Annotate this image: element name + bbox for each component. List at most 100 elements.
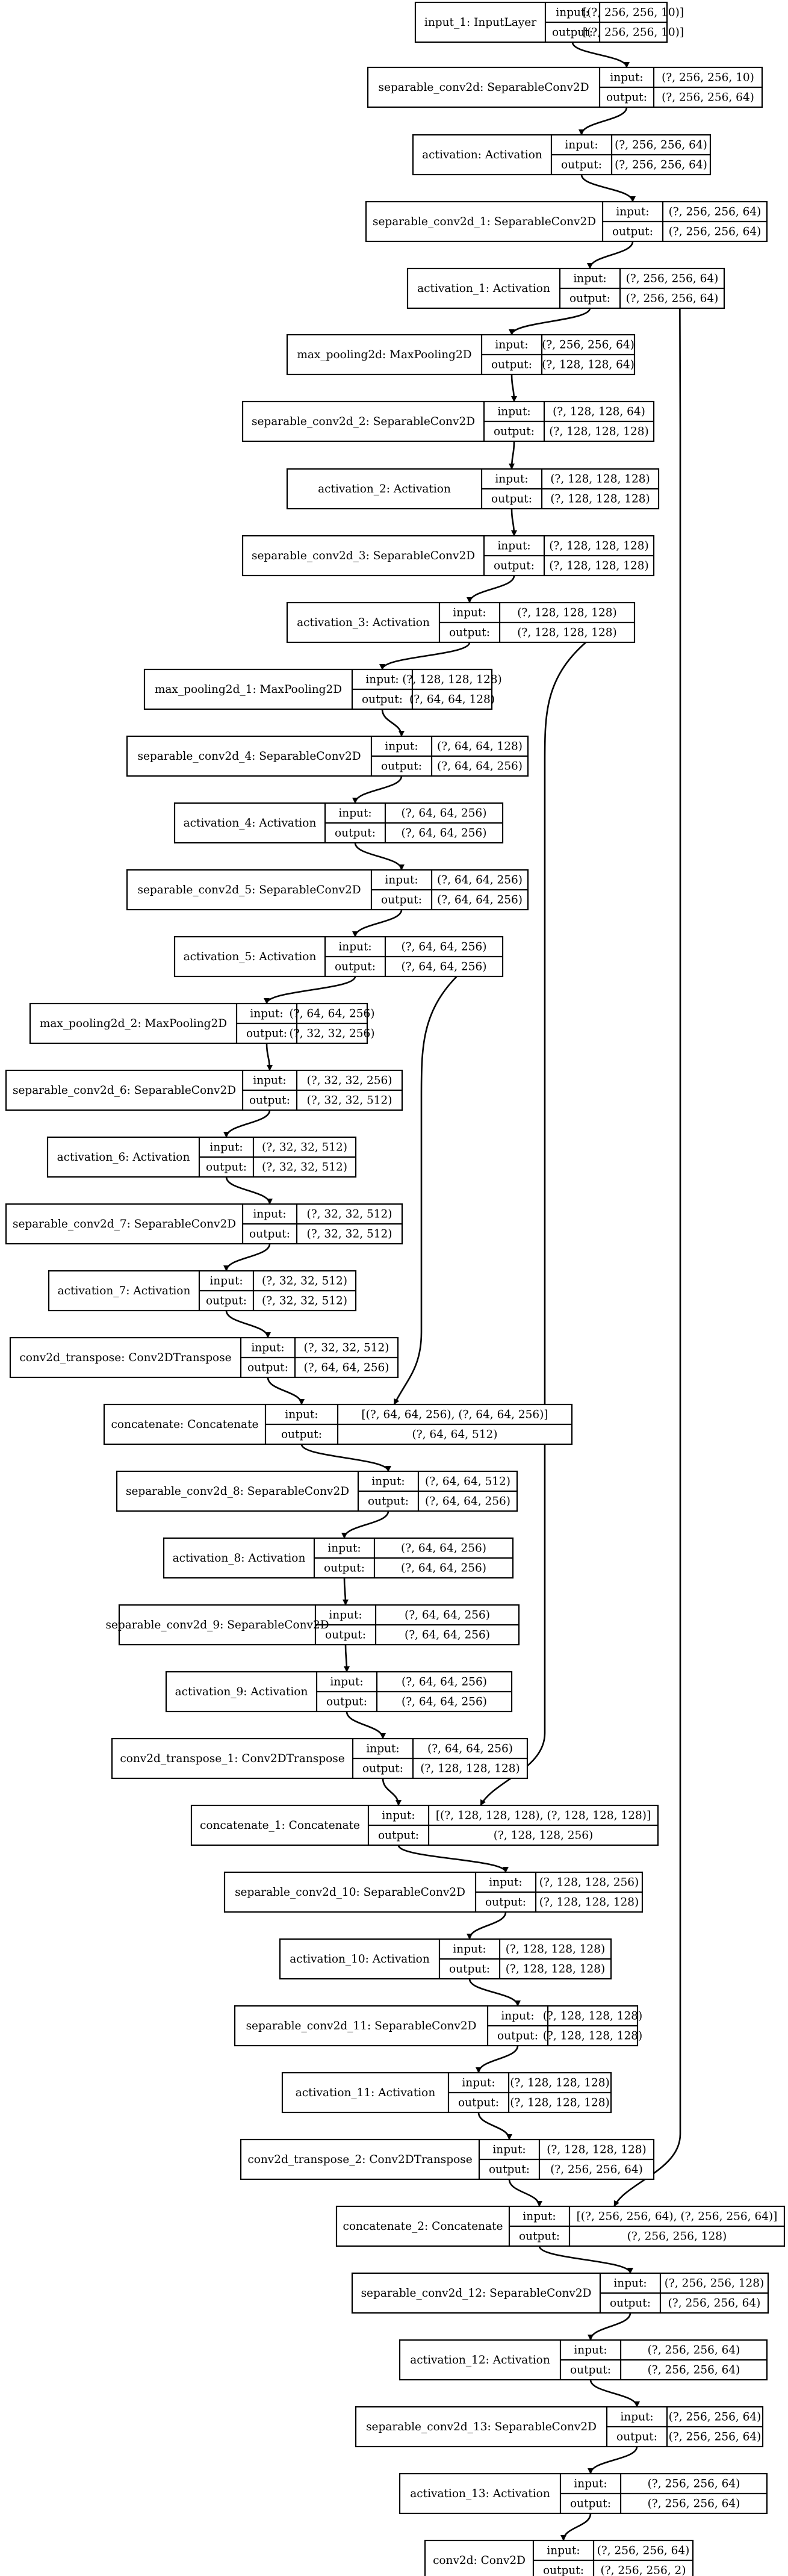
output-port-label: output:: [458, 2097, 499, 2109]
input-shape: (?, 32, 32, 256): [306, 1075, 392, 1087]
output-port-label: output:: [552, 26, 593, 39]
output-port-label: output:: [325, 1629, 366, 1642]
edge-conv2d-transpose-to-concatenate: [267, 1377, 305, 1405]
output-shape: (?, 256, 256, 64): [648, 2364, 740, 2377]
edge-input-1-to-separable-conv2d: [571, 42, 630, 68]
output-port-label: output:: [616, 2431, 657, 2444]
input-port-label: input:: [327, 1542, 361, 1555]
input-port-label: input:: [251, 1342, 284, 1355]
edge-separable-conv2d-6-to-activation-6: [223, 1110, 271, 1138]
edge-conv2d-transpose-1-to-concatenate-1: [382, 1778, 402, 1806]
output-port-label: output:: [206, 1161, 247, 1174]
output-port-label: output:: [570, 2364, 611, 2377]
edge-activation-6-to-separable-conv2d-7: [225, 1176, 273, 1205]
input-port-label: input:: [209, 1275, 243, 1288]
node-label: activation_12: Activation: [410, 2354, 550, 2367]
input-shape: (?, 128, 128, 128): [517, 607, 617, 619]
input-shape: (?, 64, 64, 256): [401, 1542, 486, 1555]
output-shape: (?, 128, 128, 128): [549, 560, 649, 573]
edge-activation-2-to-separable-conv2d-3: [510, 508, 517, 536]
output-port-label: output:: [494, 560, 535, 573]
edge-concatenate-to-separable-conv2d-8: [300, 1444, 391, 1472]
output-shape: (?, 64, 64, 256): [303, 1362, 389, 1374]
input-shape: (?, 128, 128, 128): [506, 1943, 606, 1956]
node-label: activation_3: Activation: [297, 616, 430, 629]
input-port-label: input:: [462, 2077, 495, 2090]
output-shape: (?, 64, 64, 256): [402, 1696, 487, 1709]
edge-max-pooling2d-1-to-separable-conv2d-4: [381, 709, 405, 737]
output-shape: (?, 64, 64, 256): [401, 1562, 486, 1575]
input-shape: (?, 256, 256, 128): [665, 2277, 765, 2290]
input-shape: (?, 128, 128, 128): [549, 540, 649, 553]
edge-separable-conv2d-10-to-activation-10: [467, 1911, 507, 1940]
node-activation-6: activation_6: Activationinput:output:(?,…: [46, 1136, 357, 1178]
output-port-label: output:: [249, 1094, 290, 1107]
output-port-label: output:: [378, 1830, 419, 1842]
edge-separable-conv2d-1-to-activation-1: [587, 241, 634, 269]
output-port-label: output:: [561, 159, 602, 172]
edge-separable-conv2d-9-to-activation-9: [343, 1644, 350, 1672]
node-max-pooling2d-1: max_pooling2d_1: MaxPooling2Dinput:outpu…: [143, 668, 502, 710]
node-separable-conv2d-10: separable_conv2d_10: SeparableConv2D inpu…: [223, 1871, 644, 1913]
node-activation-11: activation_11: Activationinput:output:(?…: [281, 2072, 612, 2114]
input-shape: (?, 64, 64, 256): [289, 1008, 374, 1020]
input-port-label: input:: [366, 1743, 399, 1755]
node-label: separable_conv2d_10: SeparableConv2D: [235, 1886, 465, 1899]
input-shape: (?, 256, 256, 64): [615, 139, 707, 152]
input-shape: (?, 64, 64, 512): [425, 1476, 510, 1488]
input-port-label: input:: [382, 1810, 415, 1822]
input-shape: (?, 256, 256, 64): [542, 339, 634, 352]
edge-separable-conv2d-13-to-activation-13: [588, 2446, 638, 2474]
node-activation-10: activation_10: Activationinput:output:(?…: [279, 1938, 612, 1980]
node-max-pooling2d: max_pooling2d: MaxPooling2Dinput:output:…: [286, 334, 636, 376]
input-shape: (?, 64, 64, 256): [427, 1743, 513, 1755]
output-port-label: output:: [362, 1763, 403, 1775]
node-concatenate: concatenate: Concatenateinput:output:[(?…: [103, 1403, 573, 1445]
node-activation-7: activation_7: Activationinput:output:(?,…: [48, 1270, 357, 1312]
input-shape: (?, 32, 32, 512): [262, 1141, 347, 1154]
output-shape: (?, 256, 256, 64): [662, 92, 754, 104]
input-shape: (?, 256, 256, 64): [669, 206, 762, 219]
input-port-label: input:: [489, 1876, 522, 1889]
output-port-label: output:: [494, 426, 535, 438]
edge-activation-1-to-concatenate-2: [613, 308, 681, 2207]
node-label: separable_conv2d_7: SeparableConv2D: [13, 1218, 236, 1231]
output-port-label: output:: [491, 493, 532, 506]
input-port-label: input:: [329, 1609, 362, 1622]
output-shape: (?, 64, 64, 256): [425, 1495, 510, 1508]
output-port-label: output:: [519, 2230, 560, 2243]
edge-separable-conv2d-11-to-activation-11: [476, 2045, 519, 2073]
node-separable-conv2d-2: separable_conv2d_2: SeparableConv2Dinput…: [241, 400, 655, 442]
edge-activation-8-to-separable-conv2d-9: [342, 1577, 349, 1606]
node-label: activation_4: Activation: [184, 817, 317, 830]
node-label: activation_7: Activation: [58, 1285, 191, 1297]
output-shape: (?, 128, 128, 128): [543, 2030, 643, 2043]
input-shape: (?, 256, 256, 64): [597, 2545, 690, 2557]
node-concatenate-2: concatenate_2: Concatenateinput:output:[…: [335, 2205, 786, 2247]
input-port-label: input:: [371, 1476, 405, 1488]
node-label: conv2d_transpose: Conv2DTranspose: [19, 1352, 231, 1364]
input-port-label: input:: [610, 72, 643, 84]
output-port-label: output:: [606, 92, 647, 104]
output-shape: (?, 128, 128, 128): [420, 1763, 520, 1775]
input-shape: [(?, 128, 128, 128), (?, 128, 128, 128)]: [436, 1810, 651, 1822]
node-label: activation_6: Activation: [57, 1151, 190, 1164]
edge-activation-4-to-separable-conv2d-5: [354, 842, 405, 871]
input-port-label: input:: [253, 1208, 286, 1221]
input-port-label: input:: [495, 473, 528, 486]
input-shape: (?, 256, 256, 64): [626, 273, 719, 285]
output-port-label: output:: [612, 226, 653, 238]
edge-conv2d-transpose-2-to-concatenate-2: [508, 2179, 542, 2207]
output-shape: (?, 256, 256, 64): [648, 2498, 740, 2510]
input-port-label: input:: [501, 2010, 534, 2023]
input-port-label: input:: [565, 139, 598, 152]
input-port-label: input:: [497, 540, 530, 553]
node-label: separable_conv2d_12: SeparableConv2D: [361, 2287, 592, 2300]
node-label: concatenate_1: Concatenate: [200, 1819, 360, 1832]
output-shape: (?, 64, 64, 128): [409, 694, 495, 706]
node-label: activation_2: Activation: [318, 483, 451, 495]
input-port-label: input:: [330, 1676, 363, 1689]
output-port-label: output:: [362, 694, 403, 706]
output-shape: (?, 32, 32, 512): [306, 1228, 392, 1241]
